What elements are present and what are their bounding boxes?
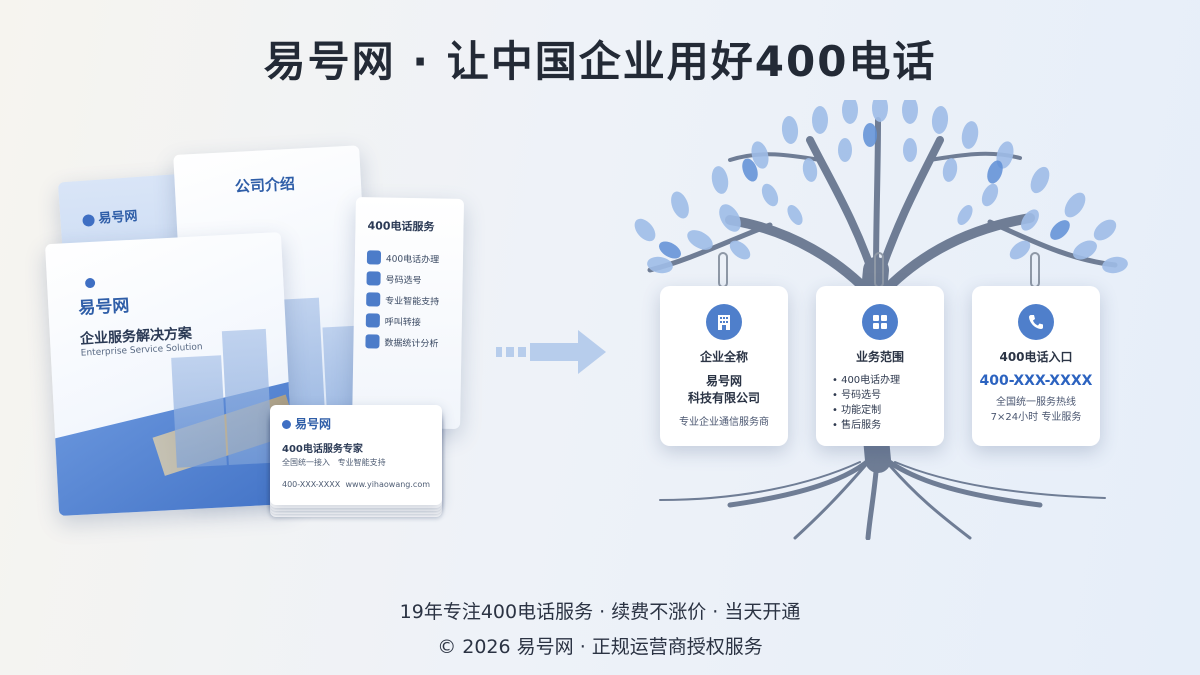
business-card-stack: 易号网 400电话服务专家 全国统一接入 专业智能支持 400-XXX-XXXX… xyxy=(270,405,442,517)
service-icon xyxy=(366,250,382,265)
service-icon xyxy=(366,271,381,286)
business-card: 易号网 400电话服务专家 全国统一接入 专业智能支持 400-XXX-XXXX… xyxy=(270,405,442,505)
service-item: 专业智能支持 xyxy=(366,292,452,307)
tag-company-heading: 企业全称 xyxy=(699,350,748,364)
tag-hook xyxy=(718,252,728,288)
service-item: 400电话办理 xyxy=(366,250,453,265)
page-title: 易号网 · 让中国企业用好400电话 xyxy=(263,37,937,86)
card-phone: 400-XXX-XXXX xyxy=(282,480,341,489)
building-graphic xyxy=(171,355,227,468)
service-item: 数据统计分析 xyxy=(365,334,451,349)
service-icon xyxy=(365,313,380,328)
arrow-dash xyxy=(506,347,514,357)
arrow-dash xyxy=(496,347,502,357)
list-item: • 400电话办理 xyxy=(832,375,901,386)
company-name-line1: 易号网 xyxy=(705,374,742,388)
arrow-shaft xyxy=(530,343,580,361)
company-name-line2: 科技有限公司 xyxy=(687,391,760,405)
brochure-front-brand: 易号网 xyxy=(77,296,130,319)
footer-slogan: 19年专注400电话服务 · 续费不涨价 · 当天开通 xyxy=(399,601,801,623)
brochure-back-brand-text: 易号网 xyxy=(97,209,138,227)
building-icon xyxy=(706,304,742,340)
company-desc: 专业企业通信服务商 xyxy=(679,417,769,428)
card-title: 400电话服务专家 xyxy=(282,444,363,455)
list-item: • 售后服务 xyxy=(832,420,882,431)
brochure-solution: 易号网 企业服务解决方案 Enterprise Service Solution xyxy=(45,232,295,516)
brochure-back-brand: 易号网 xyxy=(82,205,138,228)
tag-business-heading: 业务范围 xyxy=(855,350,904,364)
tag-hook xyxy=(874,252,884,288)
card-contact: 400-XXX-XXXX www.yihaowang.com xyxy=(282,480,430,489)
card-brand: 易号网 xyxy=(282,415,430,432)
service-item: 呼叫转接 xyxy=(365,313,452,328)
phone-icon xyxy=(1018,304,1054,340)
logo-icon xyxy=(282,420,291,429)
grid-icon xyxy=(862,304,898,340)
service-icon xyxy=(365,334,380,349)
brochure-mid-title: 公司介绍 xyxy=(234,174,296,196)
hotline-number: 400-XXX-XXXX xyxy=(979,373,1093,389)
brochure-right-title: 400电话服务 xyxy=(367,219,435,234)
hotline-desc-1: 全国统一服务热线 xyxy=(996,397,1076,408)
tag-hotline-heading: 400电话入口 xyxy=(999,350,1073,364)
logo-icon xyxy=(82,213,95,227)
tag-business: 业务范围 • 400电话办理 • 号码选号 • 功能定制 • 售后服务 xyxy=(816,286,944,446)
arrow-right-icon xyxy=(578,330,606,374)
hotline-desc-2: 7×24小时 专业服务 xyxy=(990,412,1082,423)
tag-company: 企业全称 易号网 科技有限公司 专业企业通信服务商 xyxy=(660,286,788,446)
building-graphic xyxy=(221,328,273,466)
service-icon xyxy=(366,292,381,307)
arrow-dash xyxy=(518,347,526,357)
card-tagline: 全国统一接入 专业智能支持 xyxy=(282,458,386,467)
business-list: • 400电话办理 • 号码选号 • 功能定制 • 售后服务 xyxy=(816,373,944,433)
tag-hook xyxy=(1030,252,1040,288)
service-item: 号码选号 xyxy=(366,271,452,286)
logo-icon xyxy=(84,277,96,288)
footer-copyright: © 2026 易号网 · 正规运营商授权服务 xyxy=(437,636,763,658)
tag-hotline: 400电话入口 400-XXX-XXXX 全国统一服务热线 7×24小时 专业服… xyxy=(972,286,1100,446)
list-item: • 号码选号 xyxy=(832,390,882,401)
brochure-400-service: 400电话服务 400电话办理 号码选号 专业智能支持 呼叫转接 数据统计分析 xyxy=(352,197,464,429)
card-website: www.yihaowang.com xyxy=(345,480,430,489)
list-item: • 功能定制 xyxy=(832,405,882,416)
